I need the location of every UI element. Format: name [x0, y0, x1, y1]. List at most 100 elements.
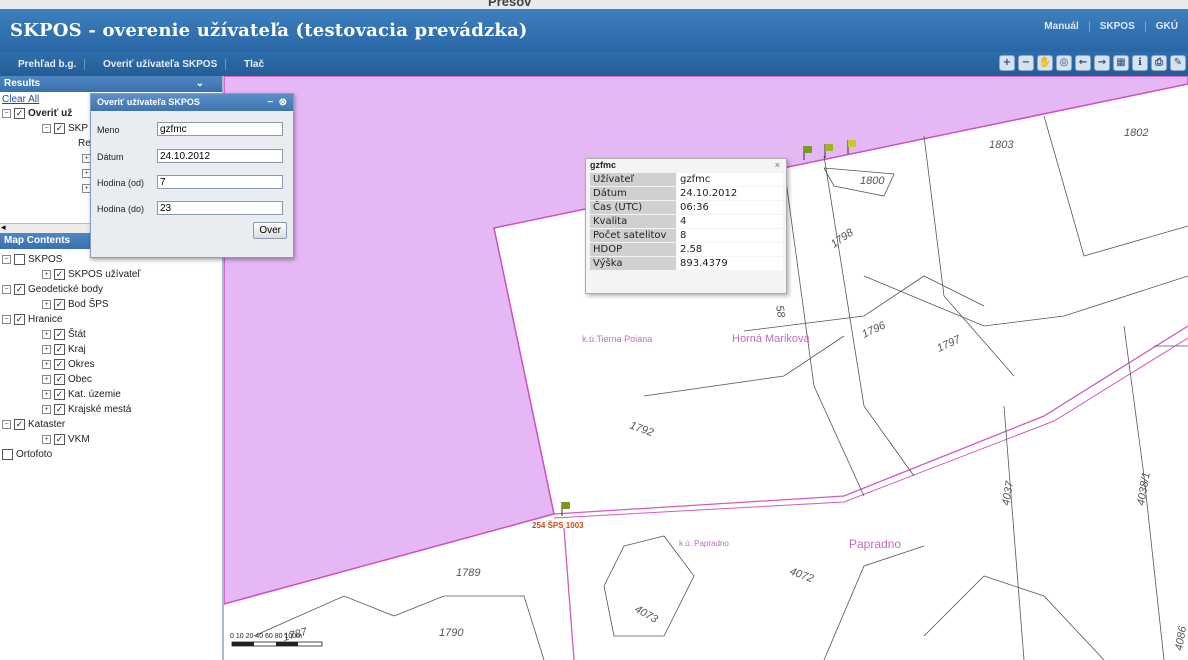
layer-item[interactable]: −✓Hranice	[2, 312, 140, 327]
verify-button[interactable]: Over	[253, 222, 287, 239]
name-input[interactable]: gzfmc	[157, 122, 283, 136]
checkbox-checked-icon[interactable]: ✓	[54, 374, 65, 385]
collapse-icon[interactable]: −	[2, 420, 11, 429]
expand-icon[interactable]: +	[42, 270, 51, 279]
map-city-label: Prešov	[488, 0, 532, 9]
tab-prehlad[interactable]: Prehľad b.g.	[10, 59, 86, 70]
hour-to-input[interactable]: 23	[157, 201, 283, 215]
app-title: SKPOS - overenie užívateľa (testovacia p…	[10, 20, 528, 41]
expand-icon[interactable]: +	[42, 375, 51, 384]
collapse-icon[interactable]: ⌄	[195, 78, 204, 89]
checkbox-unchecked-icon[interactable]	[14, 254, 25, 265]
layer-label: Krajské mestá	[68, 404, 132, 415]
back-arrow-icon[interactable]: ←	[1075, 55, 1091, 71]
expand-icon[interactable]: +	[42, 330, 51, 339]
checkbox-checked-icon[interactable]: ✓	[14, 314, 25, 325]
results-title: Results	[4, 78, 41, 89]
layer-item[interactable]: Ortofoto	[2, 447, 140, 462]
results-item-label: SKP	[68, 123, 89, 134]
map-view[interactable]: 1803 1802 1800 1798 1796 1797 1792 1789 …	[224, 76, 1188, 660]
parcel-lines	[253, 115, 1188, 660]
checkbox-checked-icon[interactable]: ✓	[54, 404, 65, 415]
expand-icon[interactable]: +	[42, 300, 51, 309]
layer-item[interactable]: +✓Kraj	[2, 342, 140, 357]
hour-from-input[interactable]: 7	[157, 175, 283, 189]
date-input[interactable]: 24.10.2012	[157, 149, 283, 163]
close-icon[interactable]: ×	[774, 160, 780, 170]
checkbox-checked-icon[interactable]: ✓	[14, 108, 25, 119]
minimize-icon[interactable]: −	[267, 97, 274, 108]
layer-item[interactable]: +✓Okres	[2, 357, 140, 372]
checkbox-checked-icon[interactable]: ✓	[54, 434, 65, 445]
layer-item[interactable]: +✓Štát	[2, 327, 140, 342]
forward-arrow-icon[interactable]: →	[1094, 55, 1110, 71]
layer-label: Štát	[68, 329, 86, 340]
popup-value: 2.58	[677, 243, 783, 256]
layer-item[interactable]: +✓Bod ŠPS	[2, 297, 140, 312]
layer-item[interactable]: −✓Geodetické body	[2, 282, 140, 297]
expand-icon[interactable]: +	[42, 390, 51, 399]
checkbox-checked-icon[interactable]: ✓	[54, 389, 65, 400]
popup-key: Kvalita	[590, 215, 676, 228]
layer-item[interactable]: −SKPOS	[2, 252, 140, 267]
map-canvas[interactable]: 1803 1802 1800 1798 1796 1797 1792 1789 …	[224, 76, 1188, 660]
checkbox-checked-icon[interactable]: ✓	[54, 269, 65, 280]
results-tree-item[interactable]: − ✓ SKP	[2, 121, 96, 136]
clear-all-link[interactable]: Clear All	[2, 94, 40, 105]
checkbox-checked-icon[interactable]: ✓	[54, 344, 65, 355]
expand-icon[interactable]: +	[42, 405, 51, 414]
header-link-gku[interactable]: GKÚ	[1144, 21, 1188, 32]
header-links: Manuál SKPOS GKÚ	[1034, 21, 1188, 32]
layer-item[interactable]: +✓VKM	[2, 432, 140, 447]
expand-icon[interactable]: +	[42, 435, 51, 444]
results-tree-item[interactable]: Rec	[2, 136, 96, 151]
print-icon[interactable]: ⎙	[1151, 55, 1167, 71]
layers-icon[interactable]: ▦	[1113, 55, 1129, 71]
layer-label: SKPOS užívateľ	[68, 269, 141, 280]
expand-icon[interactable]: +	[42, 360, 51, 369]
checkbox-unchecked-icon[interactable]	[2, 449, 13, 460]
layer-item[interactable]: +✓Obec	[2, 372, 140, 387]
expand-icon[interactable]: +	[42, 345, 51, 354]
checkbox-checked-icon[interactable]: ✓	[14, 284, 25, 295]
results-tree-item[interactable]: − ✓ Overiť už	[2, 106, 96, 121]
checkbox-checked-icon[interactable]: ✓	[54, 123, 65, 134]
checkbox-checked-icon[interactable]: ✓	[54, 359, 65, 370]
tab-tlac[interactable]: Tlač	[244, 59, 265, 70]
header-link-manual[interactable]: Manuál	[1044, 21, 1079, 32]
close-icon[interactable]: ⊗	[278, 97, 287, 108]
checkbox-checked-icon[interactable]: ✓	[54, 299, 65, 310]
results-tree-item[interactable]: +	[2, 181, 96, 196]
collapse-icon[interactable]: −	[42, 124, 51, 133]
measure-icon[interactable]: ✎	[1170, 55, 1186, 71]
layer-item[interactable]: −✓Kataster	[2, 417, 140, 432]
field-label-hodina-do: Hodina (do)	[97, 204, 145, 214]
popup-key: Užívateľ	[590, 173, 676, 186]
layer-item[interactable]: +✓Krajské mestá	[2, 402, 140, 417]
results-tree-item[interactable]: +	[2, 151, 96, 166]
identify-icon[interactable]: ℹ	[1132, 55, 1148, 71]
zoom-out-icon[interactable]: −	[1018, 55, 1034, 71]
scroll-left-icon[interactable]: ◂	[1, 222, 6, 232]
collapse-icon[interactable]: −	[2, 315, 11, 324]
flag-icon[interactable]	[561, 140, 856, 516]
region-polygon[interactable]	[224, 76, 1188, 605]
popup-value: gzfmc	[677, 173, 783, 186]
full-extent-icon[interactable]: ◎	[1056, 55, 1072, 71]
collapse-icon[interactable]: −	[2, 285, 11, 294]
results-tree-item[interactable]: +	[2, 166, 96, 181]
collapse-icon[interactable]: −	[2, 109, 11, 118]
zoom-in-icon[interactable]: +	[999, 55, 1015, 71]
horizontal-scrollbar[interactable]: ◂	[0, 222, 90, 234]
layer-item[interactable]: +✓SKPOS užívateľ	[2, 267, 140, 282]
header-link-skpos[interactable]: SKPOS	[1088, 21, 1145, 32]
layer-item[interactable]: +✓Kat. územie	[2, 387, 140, 402]
collapse-icon[interactable]: −	[2, 255, 11, 264]
pan-hand-icon[interactable]: ✋	[1037, 55, 1053, 71]
popup-value: 24.10.2012	[677, 187, 783, 200]
checkbox-checked-icon[interactable]: ✓	[14, 419, 25, 430]
checkbox-checked-icon[interactable]: ✓	[54, 329, 65, 340]
tab-overit-uzivatela[interactable]: Overiť užívateľa SKPOS	[95, 59, 227, 70]
dialog-titlebar[interactable]: Overiť užívateľa SKPOS − ⊗	[91, 94, 293, 111]
